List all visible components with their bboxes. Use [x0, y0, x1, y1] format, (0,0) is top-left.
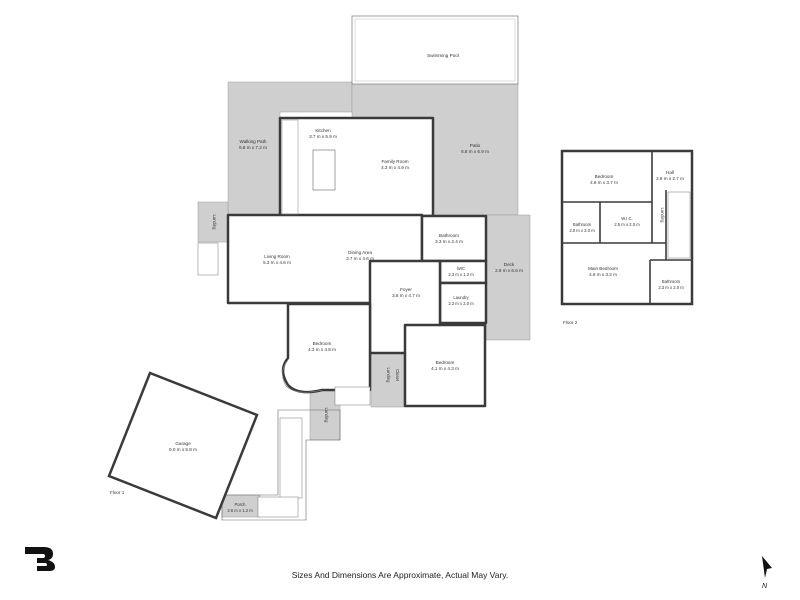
foyer-dims: 3.6 m x 4.7 m	[392, 293, 420, 298]
stair-center	[334, 386, 371, 406]
kitchen-counter	[281, 119, 299, 215]
north-arrow-icon: N	[762, 556, 772, 590]
porch-label: Porch	[235, 502, 247, 507]
swimming-pool-label: Swimming Pool	[427, 53, 459, 58]
hall-f2-dims: 2.6 m x 2.7 m	[656, 176, 684, 181]
bedroom-right-label: Bedroom	[436, 360, 455, 365]
deck-label: Deck	[504, 262, 515, 267]
hall-f2-label: Hall	[666, 170, 674, 175]
main-bedroom-dims: 4.6 m x 3.2 m	[589, 272, 617, 277]
landing-center-label: Landing	[324, 408, 329, 424]
floor1-label: Floor 1	[110, 490, 125, 495]
bedroom-right-room	[403, 323, 487, 408]
garage-room	[107, 371, 259, 520]
main-bedroom-label: Main Bedroom	[588, 266, 618, 271]
bay-window	[282, 359, 323, 393]
living-room-dims: 5.3 m x 4.6 m	[263, 260, 291, 265]
bathroom-f1-label: Bathroom	[439, 233, 459, 238]
room-labels: Swimming Pool Walking Path 6.8 m x 7.2 m…	[169, 53, 684, 513]
floor2-label: Floor 2	[563, 320, 578, 325]
kitchen-dims: 3.7 m x 5.9 m	[309, 134, 337, 139]
floor1-interior	[226, 116, 488, 408]
patio-dims: 6.8 m x 6.9 m	[461, 149, 489, 154]
foyer-label: Foyer	[400, 287, 412, 292]
landing-left-label: Landing	[212, 215, 217, 231]
bedroom-f2-label: Bedroom	[595, 174, 614, 179]
bathroom-f2-right-label: Bathroom	[662, 279, 681, 284]
wic-f2-label: W.I.C.	[621, 216, 632, 221]
garage-label: Garage	[175, 441, 191, 446]
stair-f2	[667, 191, 691, 259]
bedroom-f2-dims: 4.6 m x 3.7 m	[590, 180, 618, 185]
stair-porch	[257, 496, 299, 518]
stairs-floor1	[197, 242, 371, 518]
closet-label: Closet	[395, 369, 400, 382]
living-room-label: Living Room	[264, 254, 290, 259]
garage-dims: 6.0 m x 5.8 m	[169, 447, 197, 452]
family-room-label: Family Room	[381, 159, 408, 164]
dining-area-dims: 3.7 m x 4.6 m	[346, 256, 374, 261]
family-room-dims: 4.3 m x 4.9 m	[381, 165, 409, 170]
deck-dims: 2.9 m x 6.6 m	[495, 268, 523, 273]
north-label: N	[762, 583, 768, 590]
patio-label: Patio	[470, 143, 481, 148]
brand-logo	[25, 547, 55, 571]
kitchen-room	[278, 116, 435, 218]
swimming-pool	[351, 15, 519, 85]
wic-f2-dims: 2.5 m x 2.0 m	[614, 222, 640, 227]
kitchen-label: Kitchen	[315, 128, 331, 133]
wic-f1-dims: 2.3 m x 1.2 m	[448, 272, 474, 277]
wic-f1-label: WIC	[457, 266, 465, 271]
porch-dims: 2.6 m x 1.2 m	[227, 508, 253, 513]
laundry-label: Laundry	[453, 295, 469, 300]
bathroom-f2-right-dims: 2.3 m x 2.0 m	[658, 285, 684, 290]
walking-path-dims: 6.8 m x 7.2 m	[239, 145, 267, 150]
bathroom-f1-room	[420, 214, 488, 263]
bedroom-left-label: Bedroom	[313, 341, 332, 346]
landing-lower-label: Landing	[386, 368, 391, 384]
dining-area-label: Dining Area	[348, 250, 372, 255]
disclaimer-text: Sizes And Dimensions Are Approximate, Ac…	[291, 570, 509, 580]
kitchen-island	[312, 149, 336, 191]
swimming-pool-edge	[354, 18, 516, 82]
stair-left	[197, 242, 219, 276]
bedroom-right-dims: 4.1 m x 4.3 m	[431, 366, 459, 371]
stair-lower	[279, 417, 303, 499]
bathroom-f2-left-dims: 2.0 m x 2.0 m	[569, 228, 595, 233]
bathroom-f2-left-label: Bathroom	[573, 222, 592, 227]
walking-path-label: Walking Path	[240, 139, 267, 144]
bathroom-f1-dims: 3.3 m x 2.4 m	[435, 239, 463, 244]
bedroom-left-dims: 4.3 m x 4.8 m	[308, 347, 336, 352]
floor2-walls	[562, 151, 692, 304]
laundry-dims: 2.3 m x 2.0 m	[448, 301, 474, 306]
deck-area	[485, 214, 531, 341]
lower-walkway	[221, 409, 341, 521]
landing-f2-label: Landing	[660, 208, 665, 224]
closet-area	[370, 351, 405, 408]
